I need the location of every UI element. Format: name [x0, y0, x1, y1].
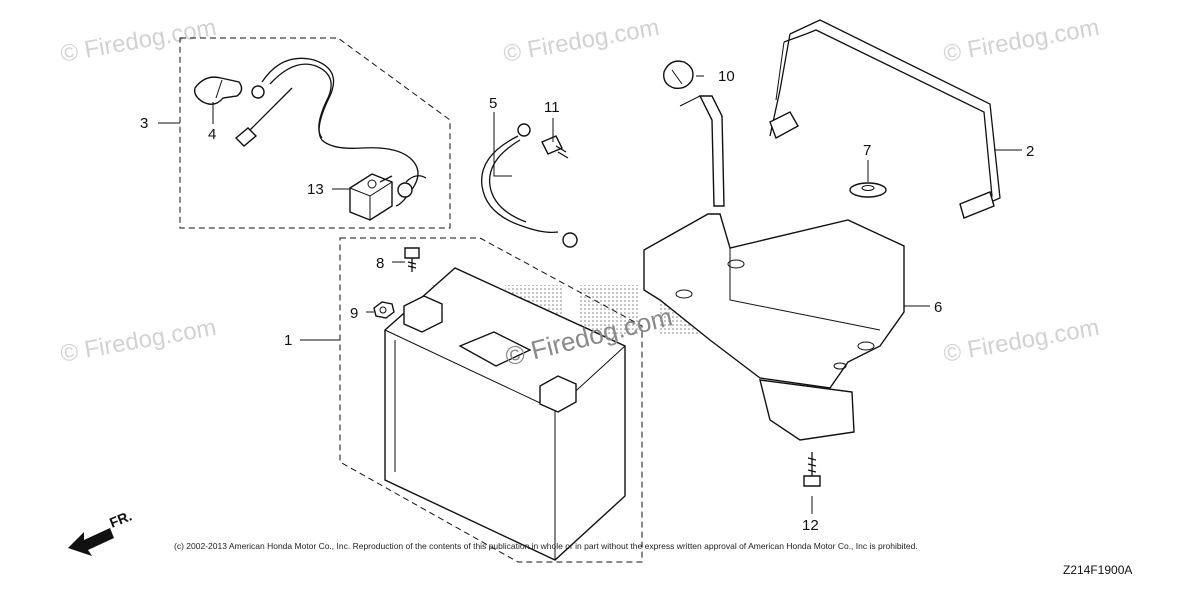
rubber-pad-part-7: [849, 182, 887, 198]
terminal-cap-part: [193, 76, 243, 105]
callout-8: 8: [376, 255, 384, 272]
battery-tray-part: [643, 95, 905, 441]
nut-part-9: [373, 301, 395, 319]
bolt-part-12: [803, 452, 821, 487]
drawing-code: Z214F1900A: [1063, 563, 1133, 577]
callout-9: 9: [350, 305, 358, 322]
leader-lines: [158, 75, 1022, 514]
front-arrow-icon: [68, 528, 114, 556]
callout-2: 2: [1026, 143, 1034, 160]
bolt-part-8: [404, 247, 420, 272]
bolt-part-11: [541, 135, 569, 159]
ground-cable-part: [481, 123, 578, 248]
callout-labels: 1 2 3 4 5 6 7 8 9 10 11 12 13: [140, 68, 1034, 534]
group-boundary-1: [339, 237, 643, 563]
watermark-group: © Firedog.com © Firedog.com © Firedog.co…: [58, 14, 1101, 368]
callout-3: 3: [140, 115, 148, 132]
callout-5: 5: [489, 95, 497, 112]
front-direction-indicator: FR.: [68, 507, 134, 556]
watermark-mid-right: © Firedog.com: [941, 314, 1101, 368]
callout-1: 1: [284, 332, 292, 349]
watermark-top-right: © Firedog.com: [941, 14, 1101, 68]
battery-band-part: [769, 19, 1001, 219]
callout-7: 7: [863, 142, 871, 159]
watermark-top-left: © Firedog.com: [58, 14, 218, 68]
copyright-notice: (c) 2002-2013 American Honda Motor Co., …: [174, 541, 918, 551]
callout-12: 12: [802, 517, 819, 534]
callout-11: 11: [544, 99, 560, 116]
callout-13: 13: [307, 181, 324, 198]
clip-part-10: [663, 60, 694, 90]
battery-part: [384, 267, 626, 561]
callout-10: 10: [718, 68, 735, 85]
callout-4: 4: [208, 126, 216, 143]
callout-6: 6: [934, 299, 942, 316]
relay-part: [349, 173, 393, 221]
front-direction-label: FR.: [107, 507, 134, 530]
group-boundary-3: [179, 37, 451, 229]
watermark-top-middle: © Firedog.com: [501, 14, 661, 68]
cable-harness-part: [234, 57, 427, 207]
watermark-mid-left: © Firedog.com: [58, 314, 218, 368]
